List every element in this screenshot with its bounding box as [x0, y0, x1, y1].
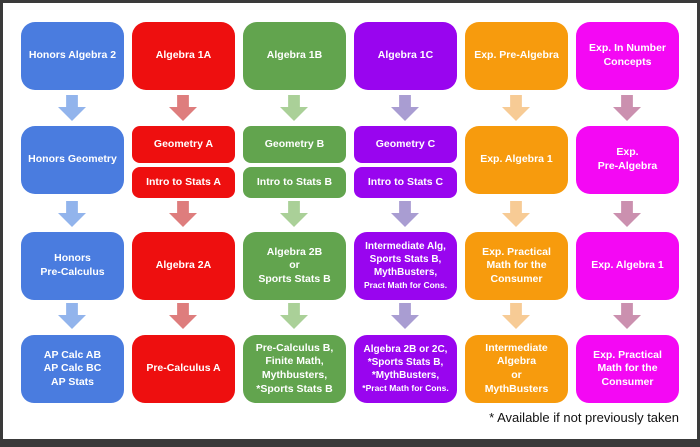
down-arrow-icon — [613, 95, 641, 121]
box-geometry-b: Geometry B — [243, 126, 346, 163]
down-arrow-icon — [391, 201, 419, 227]
down-arrow-icon — [280, 95, 308, 121]
box-exp-pre-algebra-2: Exp.Pre-Algebra — [576, 126, 679, 194]
availability-footnote: * Available if not previously taken — [489, 410, 679, 425]
box-geometry-a: Geometry A — [132, 126, 235, 163]
down-arrow-icon — [280, 201, 308, 227]
box-honors-geometry: Honors Geometry — [21, 126, 124, 194]
box-honors-algebra-2: Honors Algebra 2 — [21, 22, 124, 90]
down-arrow-icon — [169, 201, 197, 227]
box-intro-to-stats-a: Intro to Stats A — [132, 167, 235, 198]
down-arrow-icon — [613, 303, 641, 329]
box-exp-pre-algebra: Exp. Pre-Algebra — [465, 22, 568, 90]
down-arrow-icon — [391, 303, 419, 329]
box-pre-calculus-a: Pre-Calculus A — [132, 335, 235, 403]
down-arrow-icon — [613, 201, 641, 227]
down-arrow-icon — [169, 95, 197, 121]
box-exp-algebra-1-2: Exp. Algebra 1 — [576, 232, 679, 300]
box-algebra-1b: Algebra 1B — [243, 22, 346, 90]
down-arrow-icon — [280, 303, 308, 329]
box-intro-to-stats-c: Intro to Stats C — [354, 167, 457, 198]
box-intro-to-stats-b: Intro to Stats B — [243, 167, 346, 198]
down-arrow-icon — [58, 303, 86, 329]
down-arrow-icon — [58, 201, 86, 227]
box-algebra-2b-or-2c-group: Algebra 2B or 2C,*Sports Stats B,*MythBu… — [354, 335, 457, 403]
down-arrow-icon — [58, 95, 86, 121]
box-intermediate-alg-group: Intermediate Alg,Sports Stats B,MythBust… — [354, 232, 457, 300]
down-arrow-icon — [391, 95, 419, 121]
box-pre-calculus-b-group: Pre-Calculus B,Finite Math,Mythbusters,*… — [243, 335, 346, 403]
box-exp-algebra-1: Exp. Algebra 1 — [465, 126, 568, 194]
down-arrow-icon — [502, 95, 530, 121]
box-algebra-2a: Algebra 2A — [132, 232, 235, 300]
down-arrow-icon — [502, 201, 530, 227]
box-algebra-1c: Algebra 1C — [354, 22, 457, 90]
down-arrow-icon — [169, 303, 197, 329]
down-arrow-icon — [502, 303, 530, 329]
box-algebra-1a: Algebra 1A — [132, 22, 235, 90]
box-geometry-c: Geometry C — [354, 126, 457, 163]
